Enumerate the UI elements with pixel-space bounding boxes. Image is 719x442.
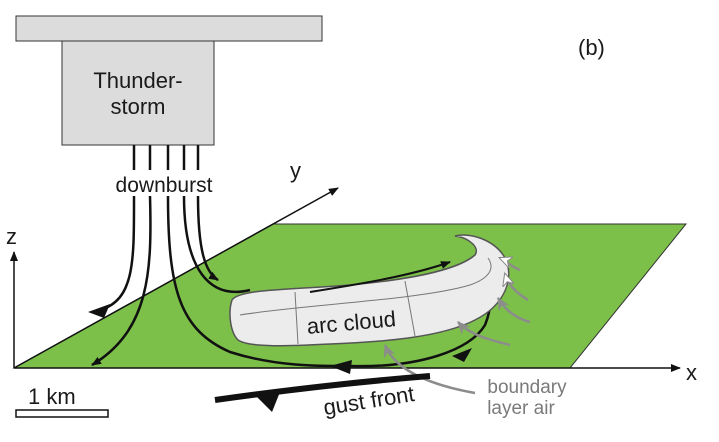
downburst-lines	[132, 145, 200, 170]
storm-cloud-base	[15, 15, 323, 42]
boundary-layer-arrows	[383, 258, 531, 395]
y-axis	[13, 187, 339, 369]
y-axis-label: y	[290, 158, 301, 183]
gust-front-line	[214, 373, 431, 403]
boundary-layer-label-line2: layer air	[487, 398, 555, 419]
arc-cloud-ridge	[239, 257, 492, 316]
arc-cloud-seam	[294, 291, 299, 345]
gust-front-barb	[255, 392, 280, 412]
outflow-arrow	[452, 348, 472, 362]
thunderstorm-box	[61, 40, 215, 146]
flow-lines	[91, 195, 351, 368]
panel-label: (b)	[578, 35, 605, 60]
arc-cloud-seam-2	[404, 280, 416, 337]
z-axis-label: z	[6, 224, 17, 249]
thunderstorm-label-line2: storm	[111, 94, 166, 119]
x-axis-label: x	[686, 360, 697, 385]
flow-arrowhead	[88, 304, 110, 318]
scale-label: 1 km	[28, 384, 76, 409]
boundary-layer-label-line1: boundary	[487, 377, 567, 398]
thunderstorm-label-line1: Thunder-	[93, 68, 182, 93]
downburst-label: downburst	[116, 174, 213, 197]
arc-cloud-top-arrow	[309, 261, 451, 293]
scale-bar	[15, 409, 109, 418]
outflow-arrow-2	[330, 360, 352, 374]
